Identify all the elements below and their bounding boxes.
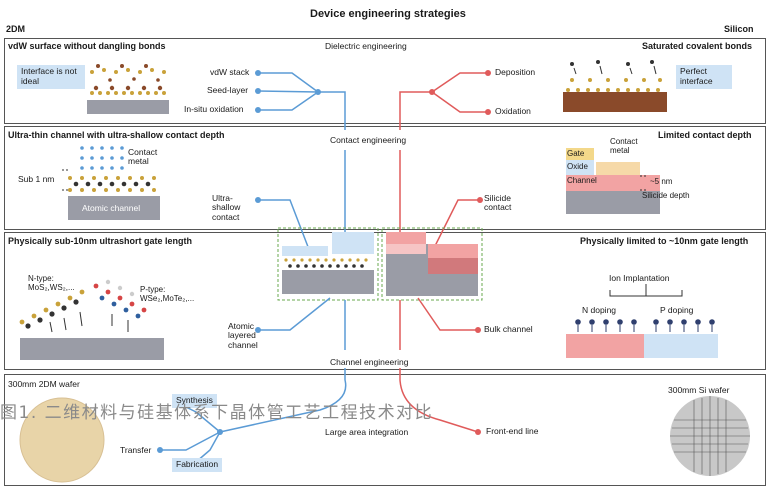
channel-red-lines [399,297,479,433]
transfer-label: Transfer [120,445,152,455]
vdw-atoms-left [87,64,169,114]
contact-atoms-left [62,146,160,220]
2dm-wafer [19,397,105,483]
branch-atomic-layered: Atomic layered channel [228,321,258,350]
si-gate-label: Gate [567,149,585,158]
header-right: Silicon [724,24,754,34]
row1-left-title: vdW surface without dangling bonds [8,41,166,51]
ptype-label: P-type: WSe₂,MoTe₂,... [140,285,195,303]
ion-implantation [566,284,718,358]
panel-channel [4,232,766,370]
sub-nm-label: Sub 1 nm [18,174,55,184]
center-si-device [381,227,483,301]
branch-insitu-oxidation: In-situ oxidation [184,104,244,114]
si-oxide-label: Oxide [567,162,588,171]
ntype-label: N-type: MoS₂,WS₂,... [28,274,75,292]
atomic-channel-label: Atomic channel [82,203,141,213]
panel-contact [4,126,766,230]
contact-blue-lines [258,150,346,253]
row3-left-title: Physically sub-10nm ultrashort gate leng… [8,236,193,246]
panel-dielectric [4,38,766,124]
contact-red-lines [399,150,480,253]
branch-deposition: Deposition [495,67,536,77]
pdoping-label: P doping [660,305,694,315]
si-5nm-label: ~5 nm [650,177,673,186]
nptype-molecules [19,279,164,360]
fabrication-label: Fabrication [172,458,223,472]
si-silicide-depth-label: Silicide depth [642,191,690,200]
channel-blue-lines [219,297,347,433]
row4-right-title: 300mm Si wafer [668,385,730,395]
row2-center-title: Contact engineering [330,135,407,145]
row1-right-note: Perfect interface [676,65,732,89]
row2-left-title: Ultra-thin channel with ultra-shallow co… [8,130,225,140]
row4-center-title: Large area integration [325,427,409,437]
synthesis-label: Synthesis [172,394,217,408]
row1-right-title: Saturated covalent bonds [642,41,753,51]
panel-integration [4,374,766,486]
branch-bulk-channel: Bulk channel [484,324,533,334]
branch-vdw-stack: vdW stack [210,67,250,77]
header-left: 2DM [6,24,26,34]
diagram-title: Device engineering strategies [310,8,466,20]
contact-metal-label: Contact metal [128,147,158,167]
center-2d-device [277,227,379,301]
branch-front-end-line: Front-end line [486,426,539,436]
row1-left-note: Interface is not ideal [17,65,85,89]
branch-oxidation: Oxidation [495,106,531,116]
row4-left-title: 300mm 2DM wafer [8,379,80,389]
branch-silicide: Silicide contact [484,193,512,213]
row3-right-title: Physically limited to ~10nm gate length [580,236,749,246]
ndoping-label: N doping [582,305,617,315]
dielectric-blue-lines [257,72,346,130]
ion-implantation-label: Ion Implantation [609,273,670,283]
row3-center-title: Channel engineering [330,357,409,367]
branch-seed-layer: Seed-layer [207,85,249,95]
row2-right-title: Limited contact depth [658,130,752,140]
silicon-contact-stack [566,148,660,214]
row1-center-title: Dielectric engineering [325,41,407,51]
si-contact-metal-label: Contact metal [610,137,638,155]
branch-ultra-shallow: Ultra-shallow contact [212,193,241,222]
si-wafer [670,396,750,476]
figure-caption: 图1. 二维材料与硅基体系下晶体管工艺工程技术对比 [0,403,434,423]
covalent-atoms-right [563,60,667,112]
dielectric-red-lines [399,72,488,130]
si-channel-label: Channel [567,176,597,185]
